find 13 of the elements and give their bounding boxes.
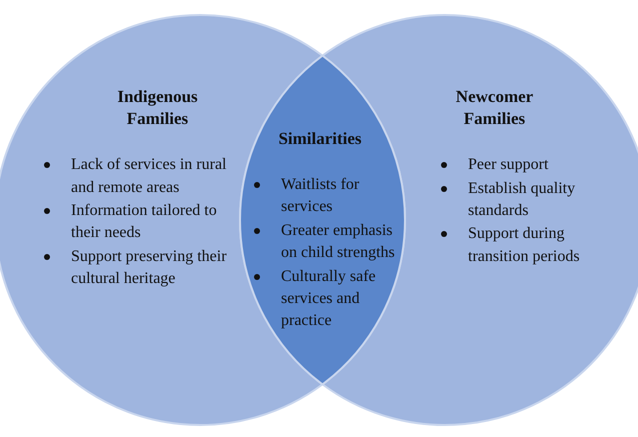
bullet-item: Peer support — [468, 155, 548, 176]
bullet-item: Establish quality standards — [468, 178, 576, 221]
bullet-item: Culturally safe services and practice — [281, 266, 377, 332]
bullet-item: Support during transition periods — [468, 224, 581, 267]
heading: Similarities — [277, 128, 363, 150]
bullet-item: Waitlists for services — [281, 175, 360, 218]
heading: Indigenous Families — [116, 86, 199, 130]
bullet-item: Information tailored to their needs — [71, 200, 218, 244]
overlap-region — [239, 54, 406, 386]
bullet-item: Support preserving their cultural heritage — [71, 246, 228, 290]
bullet-item: Lack of services in rural and remote areas — [71, 155, 228, 198]
bullet-item: Greater emphasis on child strengths — [281, 220, 396, 264]
heading: Newcomer Families — [454, 86, 534, 130]
